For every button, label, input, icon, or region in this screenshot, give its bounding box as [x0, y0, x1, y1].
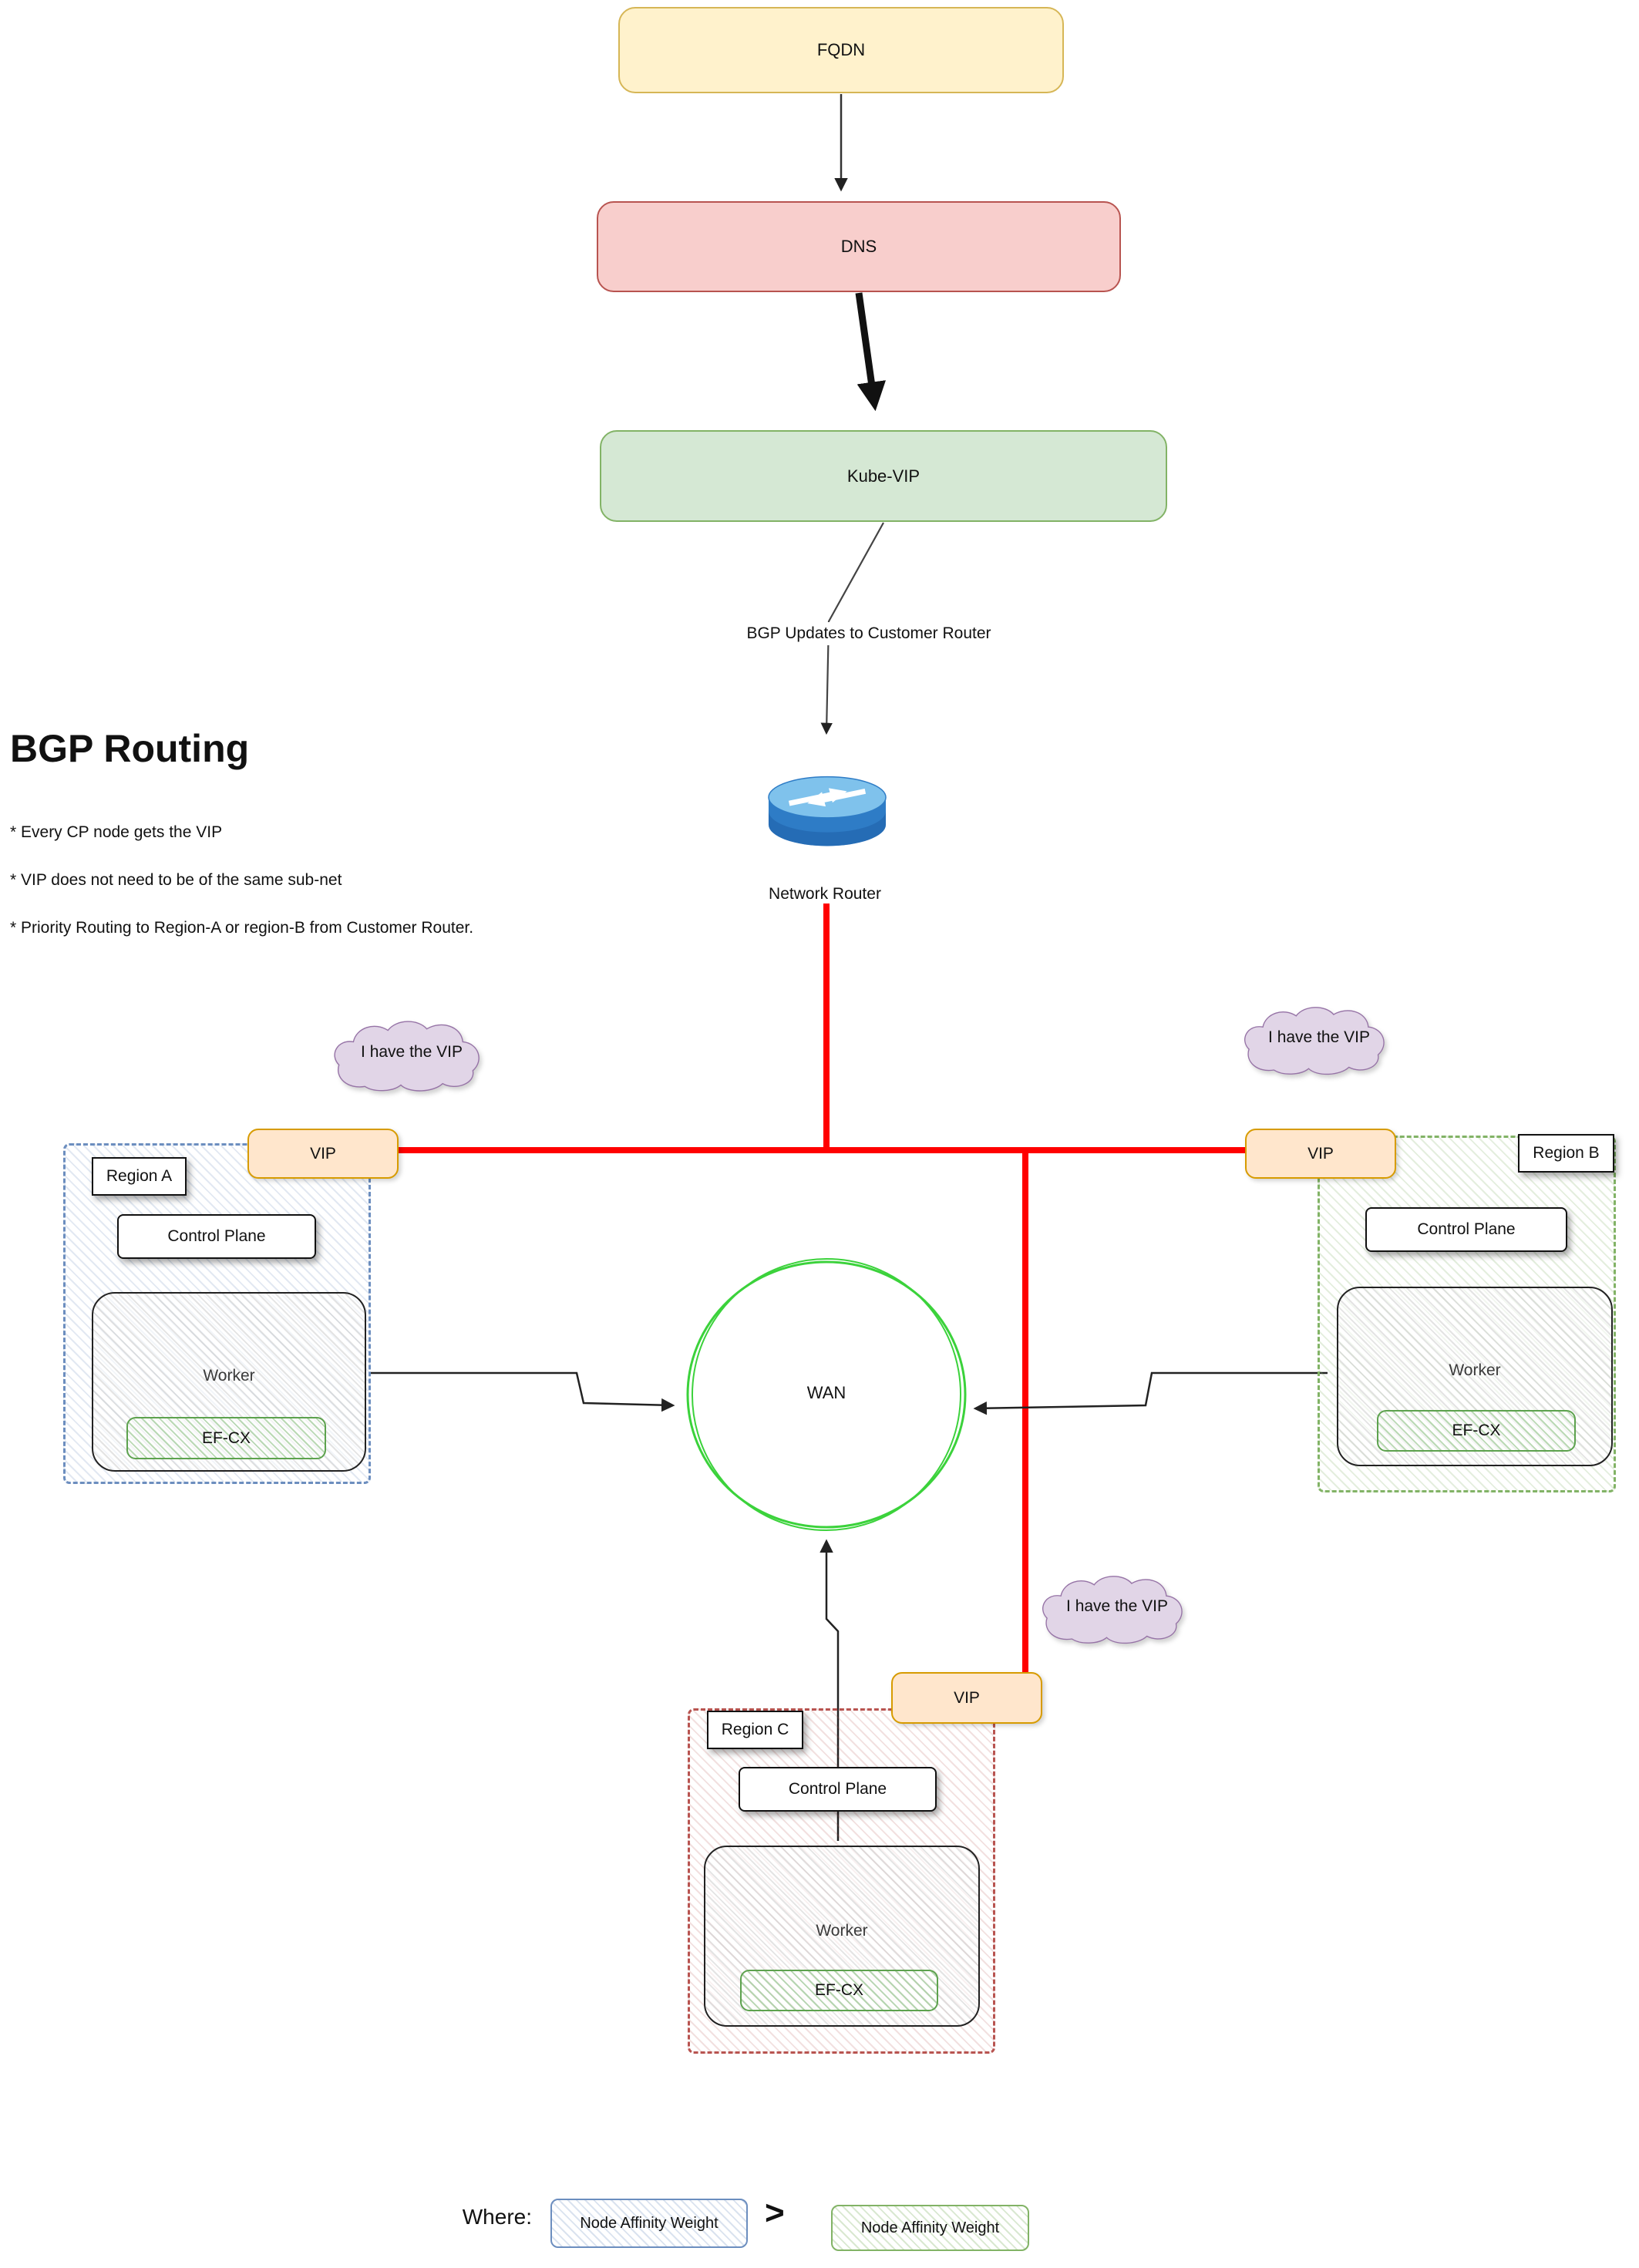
kube-vip-label: Kube-VIP [846, 466, 920, 486]
region-a-efcx: EF-CX [126, 1417, 326, 1459]
region-b-container: Region B Control Plane Worker EF-CX [1318, 1134, 1616, 1492]
legend-greater-than: > [765, 2194, 785, 2232]
wan-circle [686, 1258, 967, 1531]
vip-badge-region-c: VIP [891, 1672, 1042, 1724]
edge-worker-b-wan [973, 1371, 1328, 1415]
cloud-c-label: I have the VIP [1066, 1597, 1168, 1615]
region-b-worker: Worker EF-CX [1337, 1287, 1613, 1466]
cloud-a-label: I have the VIP [361, 1043, 463, 1062]
edge-worker-c-wan [820, 1539, 840, 1841]
note-line-2: * VIP does not need to be of the same su… [10, 870, 342, 889]
cloud-icon [1042, 1576, 1183, 1644]
region-b-efcx: EF-CX [1377, 1410, 1576, 1452]
legend-node-affinity-blue: Node Affinity Weight [550, 2199, 748, 2248]
cloud-b-label: I have the VIP [1268, 1028, 1370, 1046]
fqdn-label: FQDN [816, 40, 866, 59]
note-line-3: * Priority Routing to Region-A or region… [10, 918, 474, 937]
region-c-name: Region C [707, 1711, 803, 1749]
cloud-icon [1244, 1007, 1385, 1075]
region-c-worker: Worker EF-CX [704, 1846, 980, 2027]
cloud-icon [334, 1021, 480, 1092]
legend-node-affinity-green: Node Affinity Weight [831, 2205, 1029, 2251]
region-a-worker: Worker EF-CX [92, 1292, 366, 1472]
region-c-container: Region C Control Plane Worker EF-CX [688, 1708, 995, 2054]
kube-vip-node: Kube-VIP [600, 430, 1167, 522]
vip-badge-region-a: VIP [247, 1129, 399, 1179]
cloud-region-b: I have the VIP [1233, 1001, 1405, 1084]
vip-a-label: VIP [310, 1144, 336, 1163]
region-b-worker-label: Worker [1449, 1361, 1501, 1379]
page-title: BGP Routing [10, 727, 250, 770]
region-c-efcx: EF-CX [740, 1970, 938, 2011]
legend-where-label: Where: [462, 2205, 532, 2229]
fqdn-node: FQDN [618, 7, 1064, 93]
note-line-1: * Every CP node gets the VIP [10, 823, 223, 841]
bgp-update-edge-label: BGP Updates to Customer Router [740, 622, 998, 645]
notes-block: * Every CP node gets the VIP * VIP does … [10, 800, 611, 964]
region-a-worker-label: Worker [203, 1367, 255, 1385]
region-a-name: Region A [92, 1157, 187, 1196]
vip-c-label: VIP [954, 1688, 980, 1707]
edge-dns-kubevip [855, 292, 887, 412]
wan-label: WAN [806, 1383, 846, 1402]
region-a-container: Region A Control Plane Worker EF-CX [63, 1143, 371, 1484]
edge-kubevip-router [820, 522, 884, 735]
vip-b-label: VIP [1307, 1144, 1334, 1163]
network-router-icon [766, 771, 888, 856]
cloud-region-c: I have the VIP [1032, 1570, 1203, 1653]
dns-label: DNS [840, 237, 877, 256]
edge-worker-a-wan [371, 1371, 675, 1412]
network-router-label: Network Router [769, 885, 881, 903]
region-c-control-plane: Control Plane [739, 1767, 937, 1812]
region-c-worker-label: Worker [816, 1922, 868, 1940]
dns-node: DNS [597, 201, 1121, 292]
region-b-control-plane: Control Plane [1365, 1207, 1567, 1252]
vip-badge-region-b: VIP [1245, 1129, 1396, 1179]
cloud-region-a: I have the VIP [326, 1015, 497, 1101]
region-a-control-plane: Control Plane [117, 1214, 316, 1259]
region-b-name: Region B [1518, 1134, 1614, 1173]
